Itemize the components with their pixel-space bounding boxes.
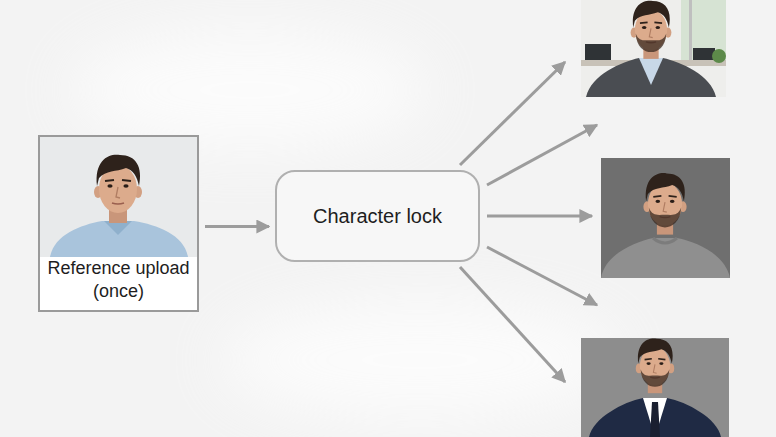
flow-arrow <box>205 225 269 228</box>
output-arrow <box>487 125 597 185</box>
background-glow <box>220 300 620 420</box>
output-arrow <box>460 267 565 382</box>
node-label: Character lock <box>313 204 442 228</box>
reference-photo <box>40 137 197 257</box>
card-background <box>38 135 199 312</box>
reference-box: Reference upload (once) <box>38 135 199 312</box>
output-arrow <box>487 215 592 218</box>
output-photo <box>581 0 726 97</box>
output-photo <box>601 158 730 278</box>
fan-arrows <box>460 62 597 382</box>
output-arrow <box>487 247 597 305</box>
process-box: Character lock <box>275 170 480 262</box>
node-label: Reference upload (once) <box>46 257 191 302</box>
output-photo <box>581 338 729 437</box>
background-glow <box>70 30 430 150</box>
